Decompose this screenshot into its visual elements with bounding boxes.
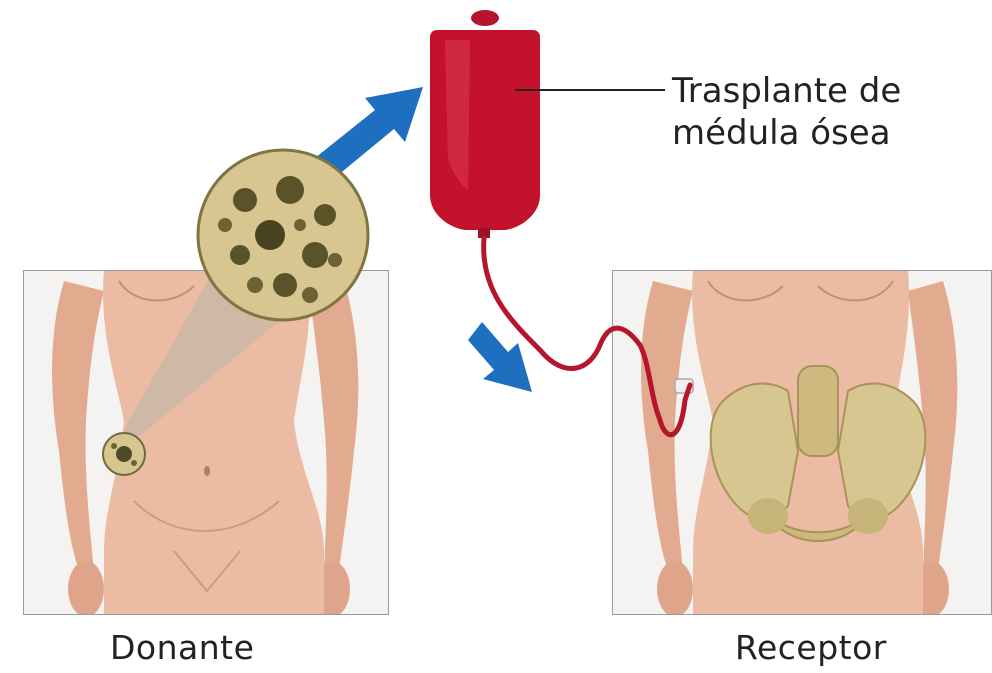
bag-label-line1: Trasplante de <box>672 70 901 112</box>
magnified-bone-icon <box>198 150 368 320</box>
iv-tube <box>484 238 690 435</box>
recipient-label: Receptor <box>735 628 887 667</box>
blood-bag <box>430 10 540 238</box>
bag-label-line2: médula ósea <box>672 112 901 154</box>
donor-label: Donante <box>110 628 254 667</box>
bag-label: Trasplante de médula ósea <box>672 70 901 154</box>
